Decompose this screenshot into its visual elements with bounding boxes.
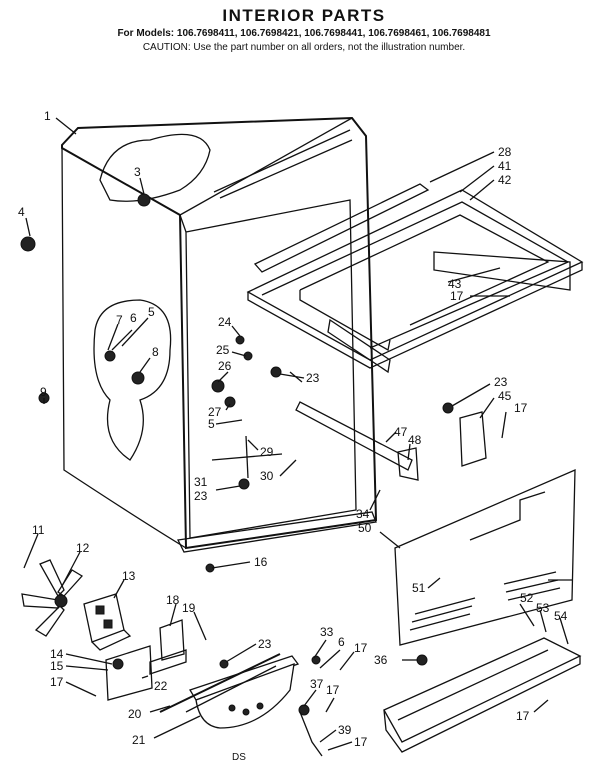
- callout-6: 6: [130, 311, 137, 325]
- callout-47: 47: [394, 425, 408, 439]
- callout-42: 42: [498, 173, 512, 187]
- callout-20: 20: [128, 707, 142, 721]
- leader-lines: [23, 117, 572, 751]
- callout-16: 16: [254, 555, 268, 569]
- mullion-bracket: [295, 401, 419, 481]
- callout-17: 17: [450, 289, 464, 303]
- callout-17b: 17: [514, 401, 528, 415]
- callout-50: 50: [358, 521, 372, 535]
- model-list: For Models: 106.7698411, 106.7698421, 10…: [117, 28, 491, 39]
- fan-blade: [21, 559, 84, 637]
- callout-1: 1: [44, 109, 51, 123]
- callout-45: 45: [498, 389, 512, 403]
- callout-30: 30: [260, 469, 274, 483]
- rod-shaft: [185, 665, 277, 713]
- hardware: [20, 193, 454, 757]
- callout-52: 52: [520, 591, 534, 605]
- duct-panel: [394, 468, 576, 646]
- callout-17d: 17: [354, 641, 368, 655]
- callout-5: 5: [148, 305, 155, 319]
- callout-13: 13: [122, 569, 136, 583]
- callout-23b: 23: [194, 489, 208, 503]
- callout-23d: 23: [258, 637, 272, 651]
- callout-22: 22: [154, 679, 168, 693]
- shelf-frame: [246, 183, 584, 374]
- motor-bracket: [105, 645, 153, 701]
- drain-trough: [383, 637, 582, 753]
- callout-19: 19: [182, 601, 196, 615]
- callout-25: 25: [216, 343, 230, 357]
- callout-43: 43: [448, 277, 462, 291]
- caution-note: CAUTION: Use the part number on all orde…: [142, 42, 466, 53]
- page-title: INTERIOR PARTS: [222, 6, 386, 25]
- callout-53: 53: [536, 601, 550, 615]
- callout-24: 24: [218, 315, 232, 329]
- callout-12: 12: [76, 541, 90, 555]
- callout-54: 54: [554, 609, 568, 623]
- callout-51: 51: [412, 581, 426, 595]
- callout-31: 31: [194, 475, 208, 489]
- callout-8: 8: [152, 345, 159, 359]
- callout-26: 26: [218, 359, 232, 373]
- callout-17e: 17: [326, 683, 340, 697]
- callout-27: 27: [208, 405, 222, 419]
- callout-18: 18: [166, 593, 180, 607]
- footer-code: DS: [232, 752, 246, 763]
- callout-33: 33: [320, 625, 334, 639]
- callout-21: 21: [132, 733, 146, 747]
- defrost-rod: [159, 653, 281, 713]
- callout-labels: 1 3 4 5 6 7 8 9 24 25 26 27 5 23 29 31 2…: [18, 109, 568, 749]
- callout-17c: 17: [50, 675, 64, 689]
- callout-28: 28: [498, 145, 512, 159]
- callout-11: 11: [32, 523, 45, 537]
- callout-6b: 6: [338, 635, 345, 649]
- callout-5b: 5: [208, 417, 215, 431]
- callout-17f: 17: [354, 735, 368, 749]
- callout-37: 37: [310, 677, 324, 691]
- callout-48: 48: [408, 433, 422, 447]
- fan-bracket: [149, 619, 187, 675]
- callout-39: 39: [338, 723, 352, 737]
- callout-7: 7: [116, 313, 123, 327]
- callout-9: 9: [40, 385, 47, 399]
- callout-23c: 23: [494, 375, 508, 389]
- fan-motor: [83, 593, 132, 651]
- cabinet-liner: [61, 116, 378, 553]
- callout-29: 29: [260, 445, 274, 459]
- callout-14: 14: [50, 647, 64, 661]
- callout-34: 34: [356, 507, 370, 521]
- cover-plate: [459, 411, 487, 467]
- callout-3: 3: [134, 165, 141, 179]
- callout-23: 23: [306, 371, 320, 385]
- callout-17g: 17: [516, 709, 530, 723]
- callout-4: 4: [18, 205, 25, 219]
- evaporator-cover: [189, 655, 300, 729]
- callout-15: 15: [50, 659, 64, 673]
- callout-36: 36: [374, 653, 388, 667]
- callout-41: 41: [498, 159, 512, 173]
